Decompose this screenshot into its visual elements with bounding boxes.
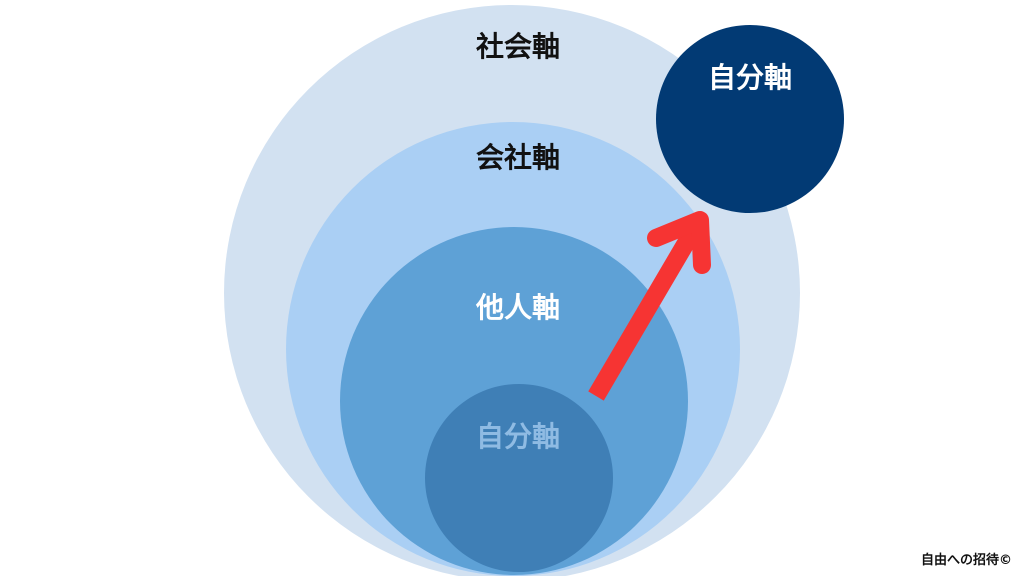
arrow-icon	[588, 211, 711, 401]
self-inner-circle	[425, 384, 613, 572]
society-label: 社会軸	[475, 30, 561, 63]
others-label: 他人軸	[475, 291, 561, 324]
self-outer-label: 自分軸	[707, 61, 793, 94]
self-outer-circle	[656, 25, 844, 213]
company-label: 会社軸	[475, 141, 561, 174]
self-inner-label: 自分軸	[475, 420, 561, 453]
credit-text: 自由への招待©	[920, 553, 1012, 568]
